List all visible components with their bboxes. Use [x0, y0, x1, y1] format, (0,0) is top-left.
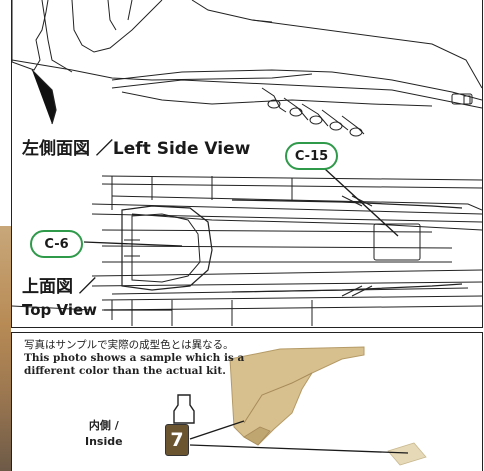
sample-color-note: 写真はサンプルで実際の成型色とは異なる。 This photo shows a … [24, 339, 254, 378]
part-sample-illustration [173, 346, 427, 466]
top-view-heading-jp: 上面図 ／ [22, 277, 96, 297]
inside-label: 内側 / Inside [85, 418, 123, 450]
left-side-view-heading: 左側面図 ／Left Side View [22, 139, 251, 159]
inside-label-en: Inside [85, 435, 123, 448]
part-callout-c6: C-6 [30, 230, 83, 258]
aircraft-line-drawing [12, 0, 482, 326]
sample-note-jp: 写真はサンプルで実際の成型色とは異なる。 [24, 339, 234, 351]
top-view-heading-en: Top View [22, 301, 98, 319]
inside-label-jp: 内側 / [88, 419, 119, 432]
sample-note-en-line1: This photo shows a sample which is a [24, 352, 245, 364]
part-callout-c15: C-15 [285, 142, 338, 170]
assembly-diagram-panel [11, 0, 483, 328]
paint-reference-panel [11, 332, 483, 471]
left-margin [0, 0, 11, 226]
side-photo-strip [0, 226, 11, 471]
paint-color-number: 7 [165, 424, 189, 456]
sample-note-en-line2: different color than the actual kit. [24, 365, 226, 377]
